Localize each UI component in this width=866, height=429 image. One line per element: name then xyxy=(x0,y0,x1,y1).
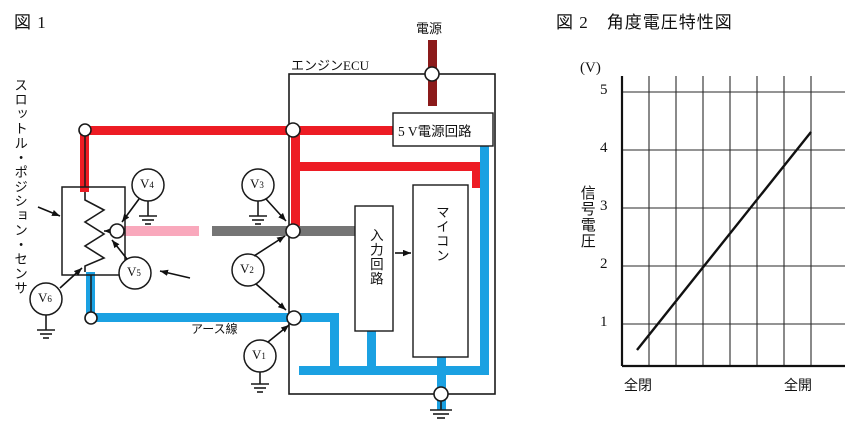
microcomputer-label: マイコン xyxy=(433,205,449,263)
voltmeter-v2-label: V2 xyxy=(240,261,254,276)
voltmeter-v2-subscript: 2 xyxy=(249,265,254,275)
signal-wire-gray xyxy=(212,226,297,236)
sensor-caption-arrows xyxy=(37,206,191,279)
x-label-fully-open: 全開 xyxy=(784,379,812,394)
microcomputer-block xyxy=(412,184,469,358)
input-circuit-label: 入力回路 xyxy=(367,228,383,286)
engine-ecu-label: エンジンECU xyxy=(291,58,370,73)
y-tick-1: 1 xyxy=(600,314,608,330)
signal-wire xyxy=(117,226,367,236)
power-supply-wire xyxy=(428,40,437,106)
voltmeter-v2-circle xyxy=(231,253,265,287)
signal-wire-gray-inner xyxy=(297,226,367,236)
voltmeter-v3-label: V3 xyxy=(250,176,264,191)
voltmeter-v6-subscript: 6 xyxy=(47,294,52,304)
y-tick-5: 5 xyxy=(600,82,608,98)
voltmeter-v4-subscript: 4 xyxy=(149,180,154,190)
voltmeter-v5-label: V5 xyxy=(127,264,141,279)
figure1-circuit-diagram xyxy=(29,40,496,419)
ground-symbols xyxy=(37,201,452,419)
psu-block-label: 5 V電源回路 xyxy=(398,124,472,139)
voltmeter-v3-subscript: 3 xyxy=(259,180,264,190)
voltmeter-v5-subscript: 5 xyxy=(136,268,141,278)
voltage-unit-label: (V) xyxy=(580,60,601,76)
input-circuit-block xyxy=(354,205,394,332)
voltmeter-v1-subscript: 1 xyxy=(261,351,266,361)
psu-block xyxy=(392,112,494,147)
figure2-title: 図 2 角度電圧特性図 xyxy=(556,13,733,32)
y-axis-title: 信号電圧 xyxy=(578,185,595,249)
voltmeter-probe-leads xyxy=(59,198,290,343)
chart-axes xyxy=(620,76,845,368)
voltage-characteristic-line xyxy=(636,131,812,351)
voltmeter-symbols xyxy=(29,168,277,373)
y-tick-2: 2 xyxy=(600,256,608,272)
throttle-position-sensor-label: スロットル・ポジション・センサ xyxy=(12,78,28,296)
voltmeter-v1-label: V1 xyxy=(252,347,266,362)
y-tick-3: 3 xyxy=(600,198,608,214)
voltmeter-v6-label: V6 xyxy=(38,290,52,305)
x-label-fully-closed: 全閉 xyxy=(624,379,652,394)
power-supply-label: 電源 xyxy=(416,21,443,36)
signal-wire-pink xyxy=(117,226,199,236)
junction-nodes xyxy=(78,66,449,402)
voltmeter-v4-label: V4 xyxy=(140,176,154,191)
voltmeter-v5-circle xyxy=(118,256,152,290)
ground-wire-label: アース線 xyxy=(191,322,238,336)
chart-gridlines xyxy=(622,76,845,366)
figure1-title: 図 1 xyxy=(14,13,47,32)
y-tick-4: 4 xyxy=(600,140,608,156)
